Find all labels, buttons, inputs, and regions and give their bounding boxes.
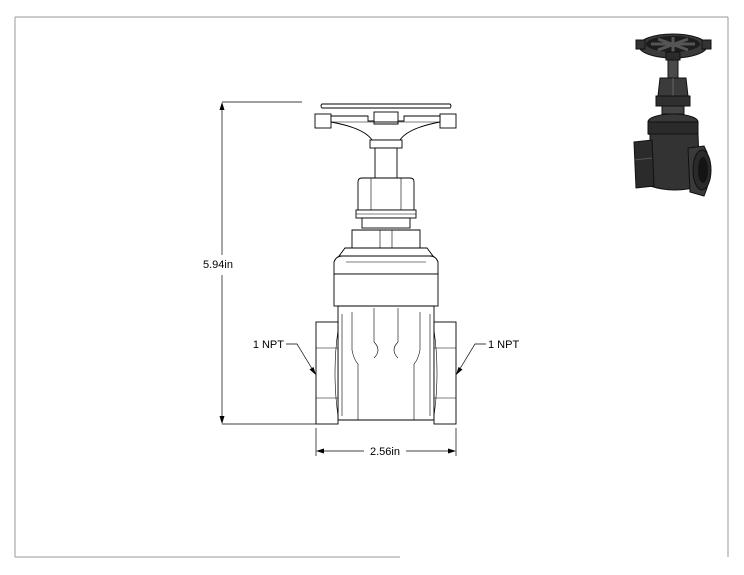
bonnet [333, 229, 439, 307]
valve-front-view [314, 103, 457, 425]
handwheel [314, 103, 457, 141]
height-dimension-label: 5.94in [203, 259, 233, 271]
right-port-callout: 1 NPT [456, 339, 519, 375]
right-port [433, 321, 457, 425]
height-dimension: 5.94in [203, 101, 316, 425]
gate-valve-3d-icon [633, 33, 712, 197]
packing-nut [355, 177, 417, 229]
left-port-label: 1 NPT [253, 339, 284, 351]
right-port-label: 1 NPT [488, 339, 519, 351]
left-port [315, 321, 339, 425]
width-dimension-label: 2.56in [370, 446, 400, 458]
left-port-callout: 1 NPT [253, 339, 316, 375]
stem [369, 139, 403, 179]
width-dimension: 2.56in [315, 428, 457, 458]
drawing-frame [14, 16, 729, 558]
valve-body [337, 305, 435, 421]
